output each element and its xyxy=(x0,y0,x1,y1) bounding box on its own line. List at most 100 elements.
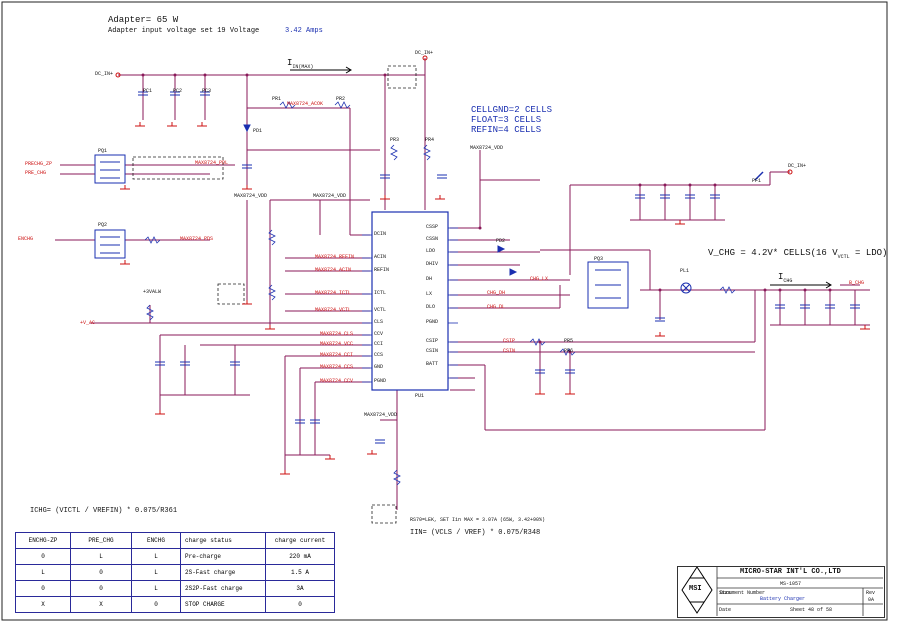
ic-pin-right: CSIN xyxy=(426,348,439,354)
net-vdd-2: MAX8724_VDD xyxy=(313,193,347,199)
part-ref: PF1 xyxy=(752,178,762,184)
table-cell: L xyxy=(131,564,181,581)
title-block xyxy=(677,566,885,618)
net-dc-in-2: DC_IN+ xyxy=(415,50,434,56)
table-cell: 0 xyxy=(131,596,181,613)
net-csin: CSIN xyxy=(503,348,516,354)
ic-pin-left: ICTL xyxy=(374,290,387,296)
net-pdl: MAX8724_PDL xyxy=(195,160,229,166)
msi-logo: MSI xyxy=(689,585,702,593)
adapter-input-note: Adapter input voltage set 19 Voltage xyxy=(108,27,260,35)
part-ref: PR1 xyxy=(272,96,282,102)
table-row: 0 L L Pre-charge 220 mA xyxy=(15,548,335,565)
table-header-cell: ENCHG-ZP xyxy=(15,532,71,549)
ic-pin-right: LDO xyxy=(426,248,436,254)
title-block-lines xyxy=(716,566,883,616)
net-refin: MAX8724_REFIN xyxy=(315,254,355,260)
net-cci: MAX8724_CCI xyxy=(320,352,354,358)
part-ref: PL1 xyxy=(680,268,690,274)
table-cell: 0 xyxy=(15,580,71,597)
net-dc-in: DC_IN+ xyxy=(95,71,114,77)
part-ref: PQ3 xyxy=(594,256,604,262)
company-name: MICRO-STAR INT'L CO.,LTD xyxy=(740,568,841,576)
cells-note-2: FLOAT=3 CELLS xyxy=(471,115,542,125)
table-header-cell: charge current xyxy=(265,532,335,549)
sheet-title: Battery Charger xyxy=(760,596,806,602)
v-chg-note: V_CHG = 4.2V* CELLS(16 VVCTL = LDO) xyxy=(708,248,888,260)
ic-pin-left: PGND xyxy=(374,378,387,384)
part-ref: PD2 xyxy=(496,238,506,244)
table-cell: L xyxy=(15,564,71,581)
ic-pin-left: CCV xyxy=(374,331,384,337)
doc-number-label: Document Number xyxy=(720,590,766,596)
part-ref: PQ1 xyxy=(98,148,108,154)
table-header-cell: PRE_CHG xyxy=(70,532,132,549)
net-csip: CSIP xyxy=(503,338,516,344)
net-dc-in-3: DC_IN+ xyxy=(788,163,807,169)
project-name: MS-1057 xyxy=(780,581,802,587)
charge-current-formula: ICHG= (VICTL / VREFIN) * 0.075/R361 xyxy=(30,507,178,515)
ic-pin-left: REFIN xyxy=(374,267,390,273)
net-v-ac: +V_AC xyxy=(80,320,96,326)
ic-pin-right: BATT xyxy=(426,361,439,367)
net-vcc: MAX8724_VCC xyxy=(320,341,354,347)
net-dh: CHG_DH xyxy=(487,290,506,296)
charge-status-table: ENCHG-ZP PRE_CHG ENCHG charge status cha… xyxy=(15,532,335,613)
cells-note-1: CELLGND=2 CELLS xyxy=(471,105,553,115)
ic-pins xyxy=(362,227,458,383)
part-ref: PC3 xyxy=(202,88,212,94)
ic-pin-right: CSIP xyxy=(426,338,439,344)
table-cell: X xyxy=(70,596,132,613)
net-acok: MAX8724_ACOK xyxy=(287,101,324,107)
ic-pin-right: LX xyxy=(426,291,433,297)
net-vctl: MAX8724_VCTL xyxy=(315,307,352,313)
cells-note-3: REFIN=4 CELLS xyxy=(471,125,542,135)
table-cell: Pre-charge xyxy=(180,548,266,565)
ic-pin-left: ACIN xyxy=(374,254,387,260)
charge-current-arrow xyxy=(770,281,832,289)
iin-label: IIN(MAX) xyxy=(287,58,314,70)
table-cell: 0 xyxy=(70,580,132,597)
size-label: Size xyxy=(719,590,732,596)
net-enchg: ENCHG xyxy=(18,236,34,242)
rev-value: 0A xyxy=(868,597,875,603)
table-cell: 3A xyxy=(265,580,335,597)
ic-pin-right: DH xyxy=(426,276,433,282)
fuse xyxy=(754,171,764,181)
table-cell: 0 xyxy=(70,564,132,581)
table-cell: L xyxy=(131,580,181,597)
control-wiring xyxy=(55,164,398,510)
dc-in-connector-3 xyxy=(422,55,428,61)
capacitors xyxy=(138,91,860,444)
ic-pin-left: GND xyxy=(374,364,384,370)
table-cell: 0 xyxy=(15,548,71,565)
table-row: X X 0 STOP CHARGE 0 xyxy=(15,596,335,613)
ic-pin-left: CCS xyxy=(374,352,384,358)
adapter-rating: Adapter= 65 W xyxy=(108,15,179,25)
table-cell: L xyxy=(131,548,181,565)
table-row: L 0 L 2S-Fast charge 1.5 A xyxy=(15,564,335,581)
part-ref: PR4 xyxy=(425,137,435,143)
net-ccs: MAX8724_CCS xyxy=(320,364,354,370)
net-cls: MAX8724_CLS xyxy=(320,331,354,337)
ic-pin-left: DCIN xyxy=(374,231,387,237)
table-cell: L xyxy=(70,548,132,565)
dc-in-connector-2 xyxy=(787,169,793,175)
ic-pin-left: CLS xyxy=(374,319,384,325)
net-ictl: MAX8724_ICTL xyxy=(315,290,352,296)
table-header-cell: ENCHG xyxy=(131,532,181,549)
resistors xyxy=(144,101,736,486)
charger-ic-body xyxy=(371,211,449,391)
table-cell: 2S2P-Fast charge xyxy=(180,580,266,597)
ic-pin-right: DLO xyxy=(426,304,436,310)
part-ref: PR6 xyxy=(564,348,574,354)
dc-in-connector xyxy=(115,72,121,78)
rev-label: Rev xyxy=(866,590,876,596)
table-cell: X xyxy=(15,596,71,613)
part-ref: PR3 xyxy=(390,137,400,143)
input-limit-note: RS70=LEK, SET Iin MAX = 3.07A (65W, 3.42… xyxy=(410,517,546,523)
part-ref: PD1 xyxy=(253,128,263,134)
net-vdd-4: MAX8724_VDD xyxy=(364,412,398,418)
msi-logo-mark xyxy=(681,566,713,614)
